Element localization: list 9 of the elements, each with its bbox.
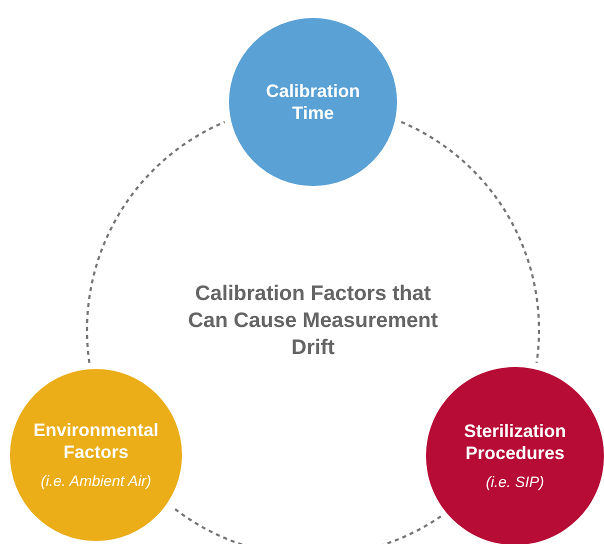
node-title: Environmental Factors [32, 419, 160, 463]
node-title: Sterilization Procedures [462, 420, 567, 464]
node-subtitle: (i.e. SIP) [486, 474, 544, 492]
center-heading: Calibration Factors that Can Cause Measurement Drift [188, 281, 438, 361]
dashed-connector [400, 120, 540, 363]
node-title: Calibration Time [264, 80, 361, 124]
dashed-connector [172, 506, 442, 544]
dashed-connector [86, 120, 226, 363]
node-subtitle: (i.e. Ambient Air) [40, 473, 152, 491]
